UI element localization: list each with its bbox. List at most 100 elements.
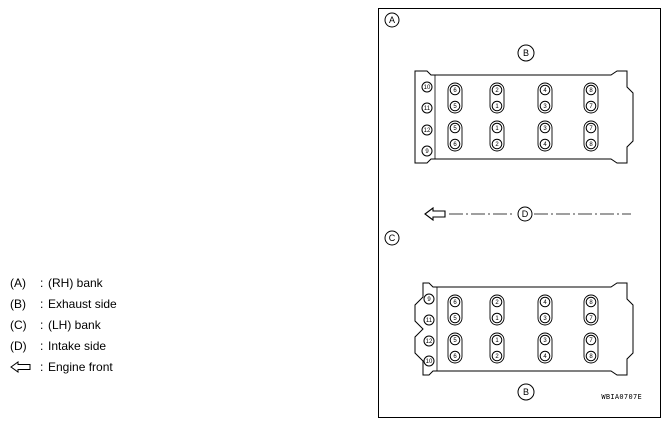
legend-separator: : — [40, 275, 44, 290]
label-a-circle — [384, 12, 400, 28]
legend-separator: : — [40, 359, 44, 374]
lh_bank-bolt-5-circle — [449, 312, 461, 324]
label-b-top-circle — [517, 44, 535, 62]
rh_bank-bolt-8: 8 — [589, 88, 593, 94]
label-c: C — [389, 233, 396, 243]
rh_bank-bolt-5-circle — [449, 100, 461, 112]
lh_bank-bolt-3-circle — [539, 312, 551, 324]
rh_bank-bolt-3: 3 — [543, 126, 547, 132]
label-b-bottom: B — [523, 387, 529, 397]
rh_bank-bolt-1: 1 — [495, 126, 499, 132]
legend-text: (LH) bank — [48, 317, 101, 332]
label-c-circle — [384, 230, 400, 246]
rh_bank-end-bolt-11-circle — [421, 102, 433, 114]
lh_bank-bolt-8: 8 — [589, 300, 593, 306]
legend-text: Intake side — [48, 338, 107, 353]
hollow-arrow-left-icon — [10, 360, 40, 374]
rh_bank-bolt-5-circle — [449, 122, 461, 134]
lh_bank-bolt-4-circle — [539, 296, 551, 308]
rh_bank-bolt-3: 3 — [543, 104, 547, 110]
lh_bank-bolt-8: 8 — [589, 354, 593, 360]
rh_bank-bolt-4-circle — [539, 138, 551, 150]
legend-separator: : — [40, 338, 44, 353]
lh_bank-bolt-1-circle — [491, 334, 503, 346]
label-a: A — [389, 15, 395, 25]
legend-key: (B) — [10, 296, 26, 311]
rh_bank-bolt-2: 2 — [495, 142, 499, 148]
rh_bank-bolt-5: 5 — [453, 104, 457, 110]
rh_bank-bolt-8-circle — [585, 84, 597, 96]
legend-key: (A) — [10, 275, 26, 290]
lh_bank-bolt-6-circle — [449, 296, 461, 308]
rh_bank-bolt-3-circle — [539, 122, 551, 134]
rh_bank-bolt-7: 7 — [589, 126, 593, 132]
lh_bank-bolt-1: 1 — [495, 338, 499, 344]
rh_bank-bolt-1-circle — [491, 122, 503, 134]
rh_bank-bolt-7-circle — [585, 100, 597, 112]
rh_bank-bolt-6-circle — [449, 84, 461, 96]
legend-separator: : — [40, 296, 44, 311]
rh_bank-bolt-8-circle — [585, 138, 597, 150]
lh_bank-end-bolt-10: 10 — [426, 359, 433, 365]
legend-key: (D) — [10, 338, 27, 353]
lh_bank-end-bolt-9-circle — [423, 293, 435, 305]
lh_bank-end-bolt-12: 12 — [426, 339, 433, 345]
rh_bank-bolt-7: 7 — [589, 104, 593, 110]
rh_bank-end-bolt-12: 12 — [424, 128, 431, 134]
lh_bank-bolt-5-circle — [449, 334, 461, 346]
lh_bank-bolt-2-circle — [491, 350, 503, 362]
lh_bank-bolt-2-circle — [491, 296, 503, 308]
rh-head-outline — [414, 70, 634, 164]
lh_bank-bolt-3: 3 — [543, 338, 547, 344]
legend-text: Engine front — [48, 359, 113, 374]
rh_bank-end-bolt-9-circle — [421, 145, 433, 157]
legend: (A) : (RH) bank (B) : Exhaust side (C) :… — [10, 272, 117, 377]
rh_bank-bolt-2: 2 — [495, 88, 499, 94]
rh_bank-end-bolt-11: 11 — [424, 106, 431, 112]
lh_bank-bolt-8-circle — [585, 296, 597, 308]
rh_bank-bolt-1-circle — [491, 100, 503, 112]
legend-key: (C) — [10, 317, 27, 332]
rh_bank-bolt-6: 6 — [453, 142, 457, 148]
rh_bank-bolt-8: 8 — [589, 142, 593, 148]
lh_bank-bolt-1: 1 — [495, 316, 499, 322]
lh_bank-bolt-5: 5 — [453, 316, 457, 322]
label-b-top: B — [523, 48, 529, 58]
rh_bank-end-bolt-9: 9 — [425, 149, 429, 155]
lh_bank-bolt-2: 2 — [495, 300, 499, 306]
lh_bank-bolt-3-circle — [539, 334, 551, 346]
lh_bank-bolt-7-circle — [585, 312, 597, 324]
legend-separator: : — [40, 317, 44, 332]
rh_bank-bolt-1: 1 — [495, 104, 499, 110]
legend-text: Exhaust side — [48, 296, 117, 311]
lh-head-outline — [414, 282, 634, 376]
rh_bank-bolt-6-circle — [449, 138, 461, 150]
label-d-circle — [517, 206, 533, 222]
lh_bank-bolt-2: 2 — [495, 354, 499, 360]
lh_bank-bolt-7: 7 — [589, 316, 593, 322]
lh_bank-end-bolt-11: 11 — [426, 318, 433, 324]
lh_bank-bolt-4: 4 — [543, 300, 547, 306]
rh_bank-bolt-3-circle — [539, 100, 551, 112]
lh_bank-bolt-8-circle — [585, 350, 597, 362]
bolt-sequence-diagram: ABCB101112965214387561234789111210652143… — [384, 12, 634, 401]
legend-item-engine-front: : Engine front — [10, 356, 117, 377]
hollow-arrow-left-icon — [424, 206, 446, 222]
lh_bank-bolt-3: 3 — [543, 316, 547, 322]
rh_bank-bolt-7-circle — [585, 122, 597, 134]
lh_bank-bolt-6-circle — [449, 350, 461, 362]
lh_bank-end-bolt-11-circle — [423, 314, 435, 326]
legend-item-c: (C) : (LH) bank — [10, 314, 117, 335]
rh_bank-bolt-6: 6 — [453, 88, 457, 94]
lh_bank-end-bolt-10-circle — [423, 355, 435, 367]
rh_bank-end-bolt-10-circle — [421, 81, 433, 93]
rh_bank-bolt-4-circle — [539, 84, 551, 96]
rh_bank-bolt-2-circle — [491, 84, 503, 96]
lh_bank-bolt-5: 5 — [453, 338, 457, 344]
label-d: D — [522, 209, 529, 219]
lh_bank-bolt-1-circle — [491, 312, 503, 324]
lh_bank-bolt-4: 4 — [543, 354, 547, 360]
rh_bank-bolt-2-circle — [491, 138, 503, 150]
legend-text: (RH) bank — [48, 275, 103, 290]
